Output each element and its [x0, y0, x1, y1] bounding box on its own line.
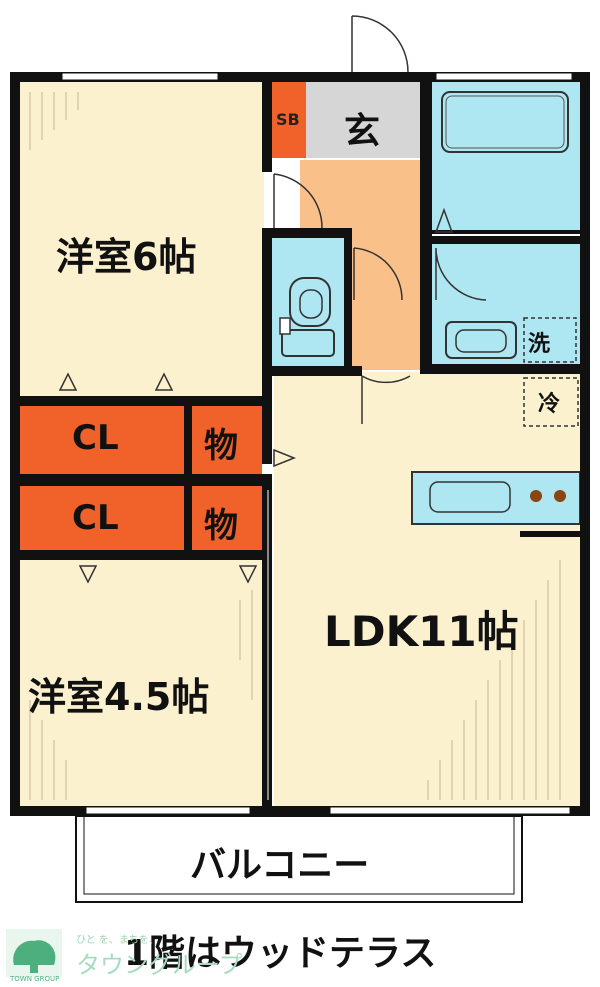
wood-terrace-note: 1階はウッドテラス	[124, 933, 437, 974]
closet-2	[18, 486, 184, 552]
logo-small-text: ひと を、まちを、	[76, 935, 159, 946]
entrance-floor	[306, 80, 420, 158]
ldk-floor	[274, 372, 580, 808]
toilet	[279, 277, 335, 357]
balcony	[75, 815, 523, 903]
fridge-label: 冷	[538, 392, 561, 417]
logo-sub-text: TOWN GROUP	[10, 975, 60, 983]
storage-2	[192, 486, 262, 552]
closet-2-label: CL	[72, 498, 119, 538]
stove-burner-2	[554, 490, 566, 502]
company-logo: TOWN GROUP ひと を、まちを、 タウングループ	[6, 925, 246, 985]
bathtub	[441, 91, 569, 153]
storage-2-label: 物	[204, 506, 238, 546]
washer-label: 洗	[528, 332, 551, 357]
washer-space	[523, 317, 577, 363]
western-room-6-label: 洋室6帖	[56, 235, 197, 279]
western-room-4-5-label: 洋室4.5帖	[28, 675, 210, 719]
tree-logo-icon	[6, 929, 62, 977]
closet-1	[18, 404, 184, 474]
ldk-label: LDK11帖	[324, 607, 519, 656]
wash-basin	[445, 321, 517, 359]
storage-1	[192, 404, 262, 474]
fridge-space	[523, 377, 579, 427]
shoe-box	[272, 80, 306, 158]
closet-1-label: CL	[72, 418, 119, 458]
balcony-label: バルコニー	[190, 845, 370, 886]
western-room-4-5-floor	[18, 558, 264, 806]
storage-1-label: 物	[204, 426, 238, 466]
front-door-swing	[351, 15, 409, 73]
stove-burner-1	[530, 490, 542, 502]
entrance-label: 玄	[344, 111, 381, 152]
western-room-6-floor	[18, 80, 264, 398]
kitchen-sink	[429, 481, 511, 513]
shoe-box-label: SB	[276, 110, 300, 129]
logo-main-text: タウングループ	[76, 951, 243, 979]
